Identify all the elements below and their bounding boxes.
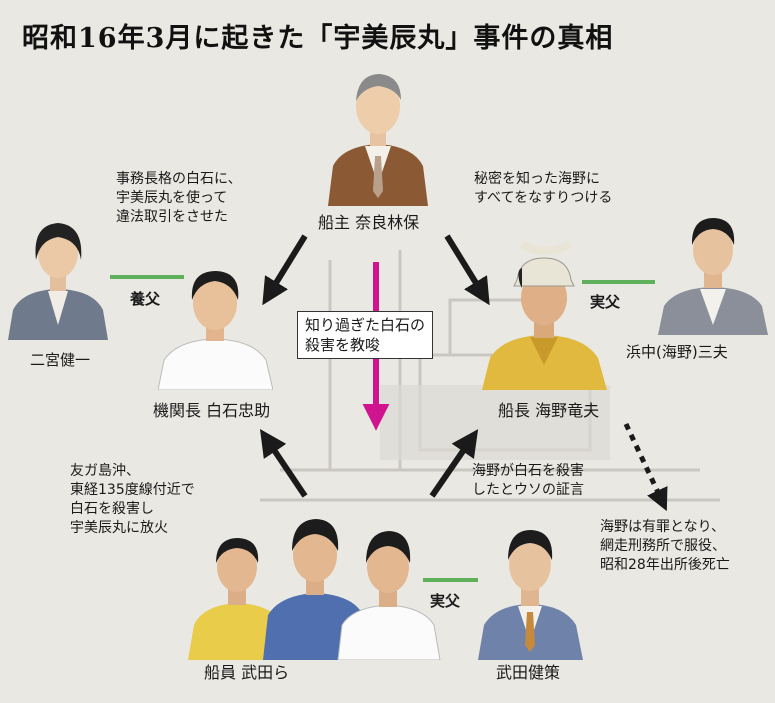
owner-label: 船主 奈良林保 [318,213,420,232]
takeda-father-label: 武田健策 [496,663,561,682]
father-label-bottom: 実父 [430,592,461,610]
captain-portrait [482,240,607,390]
note-captain-fate: 海野は有罪となり、 網走刑務所で服役、 昭和28年出所後死亡 [600,519,730,573]
captain-label: 船長 海野竜夫 [498,401,600,420]
takeda-father-portrait [478,530,583,660]
arrow-crew-to-captain [429,429,479,498]
crew-label: 船員 武田ら [204,663,290,682]
ninomiya-label: 二宮健一 [30,351,91,369]
dotted-arrow-captain-fate [623,422,668,512]
engineer-label: 機関長 白石忠助 [153,401,271,420]
note-crew-to-engineer: 友ガ島沖、 東経135度線付近で 白石を殺害し 宇美辰丸に放火 [70,463,195,536]
note-owner-to-captain: 秘密を知った海野に すべてをなすりつける [474,171,613,206]
owner-portrait [328,74,428,206]
arrow-owner-to-engineer [262,234,308,306]
hamanaka-portrait [658,218,768,335]
note-owner-to-engineer: 事務長格の白石に、 宇美辰丸を使って 違法取引をさせた [116,171,242,225]
instigation-callout: 知り過ぎた白石の 殺害を教唆 [297,311,434,359]
arrow-owner-to-captain [444,234,490,306]
ninomiya-portrait [8,223,108,340]
hamanaka-label: 浜中(海野)三夫 [626,343,728,361]
crew-portrait [188,519,441,660]
adoptive-father-label: 養父 [130,290,161,308]
page-title: 昭和16年3月に起きた「宇美辰丸」事件の真相 [22,23,614,54]
note-crew-to-captain: 海野が白石を殺害 したとウソの証言 [472,463,584,498]
engineer-portrait [158,271,273,390]
arrow-crew-to-engineer [259,429,308,498]
father-label-right: 実父 [590,293,621,311]
